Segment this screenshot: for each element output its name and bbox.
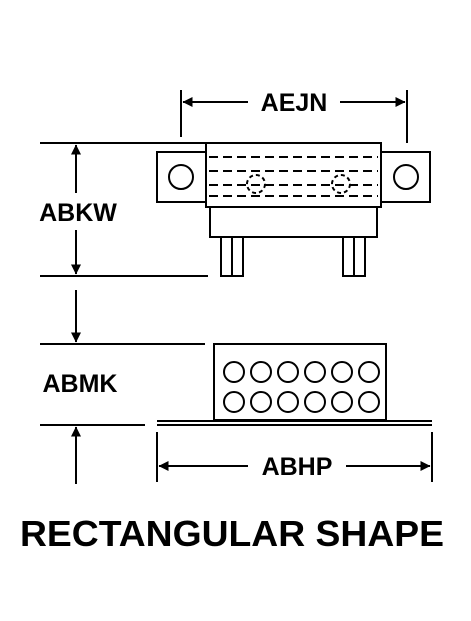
dimension-abkw	[40, 142, 208, 277]
dimension-abmk	[40, 290, 205, 484]
contact-socket	[250, 391, 272, 413]
dimension-abhp	[156, 432, 433, 482]
label-aejn: AEJN	[261, 89, 328, 117]
contact-socket	[358, 361, 380, 383]
mounting-flange-right	[380, 151, 431, 203]
connector-top-view	[156, 142, 431, 277]
contact-socket	[250, 361, 272, 383]
contact-row-bottom	[223, 391, 380, 413]
contact-socket	[223, 391, 245, 413]
label-abhp: ABHP	[262, 453, 333, 481]
diagram-title: RECTANGULAR SHAPE	[20, 513, 444, 554]
mounting-hole-left	[168, 164, 194, 190]
contact-socket	[358, 391, 380, 413]
contact-socket	[331, 361, 353, 383]
contact-socket	[277, 361, 299, 383]
connector-body	[209, 206, 378, 238]
contact-socket	[277, 391, 299, 413]
contact-socket	[331, 391, 353, 413]
hidden-pin	[246, 174, 266, 194]
connector-shell	[205, 142, 382, 208]
mounting-flange-left	[156, 151, 207, 203]
contact-socket	[223, 361, 245, 383]
contact-socket	[304, 361, 326, 383]
label-abmk: ABMK	[43, 370, 118, 398]
hidden-pin	[331, 174, 351, 194]
contact-socket	[304, 391, 326, 413]
mounting-hole-right	[393, 164, 419, 190]
contact-row-top	[223, 361, 380, 383]
label-abkw: ABKW	[39, 199, 117, 227]
connector-front-view	[157, 343, 432, 426]
dimension-aejn	[180, 90, 408, 143]
